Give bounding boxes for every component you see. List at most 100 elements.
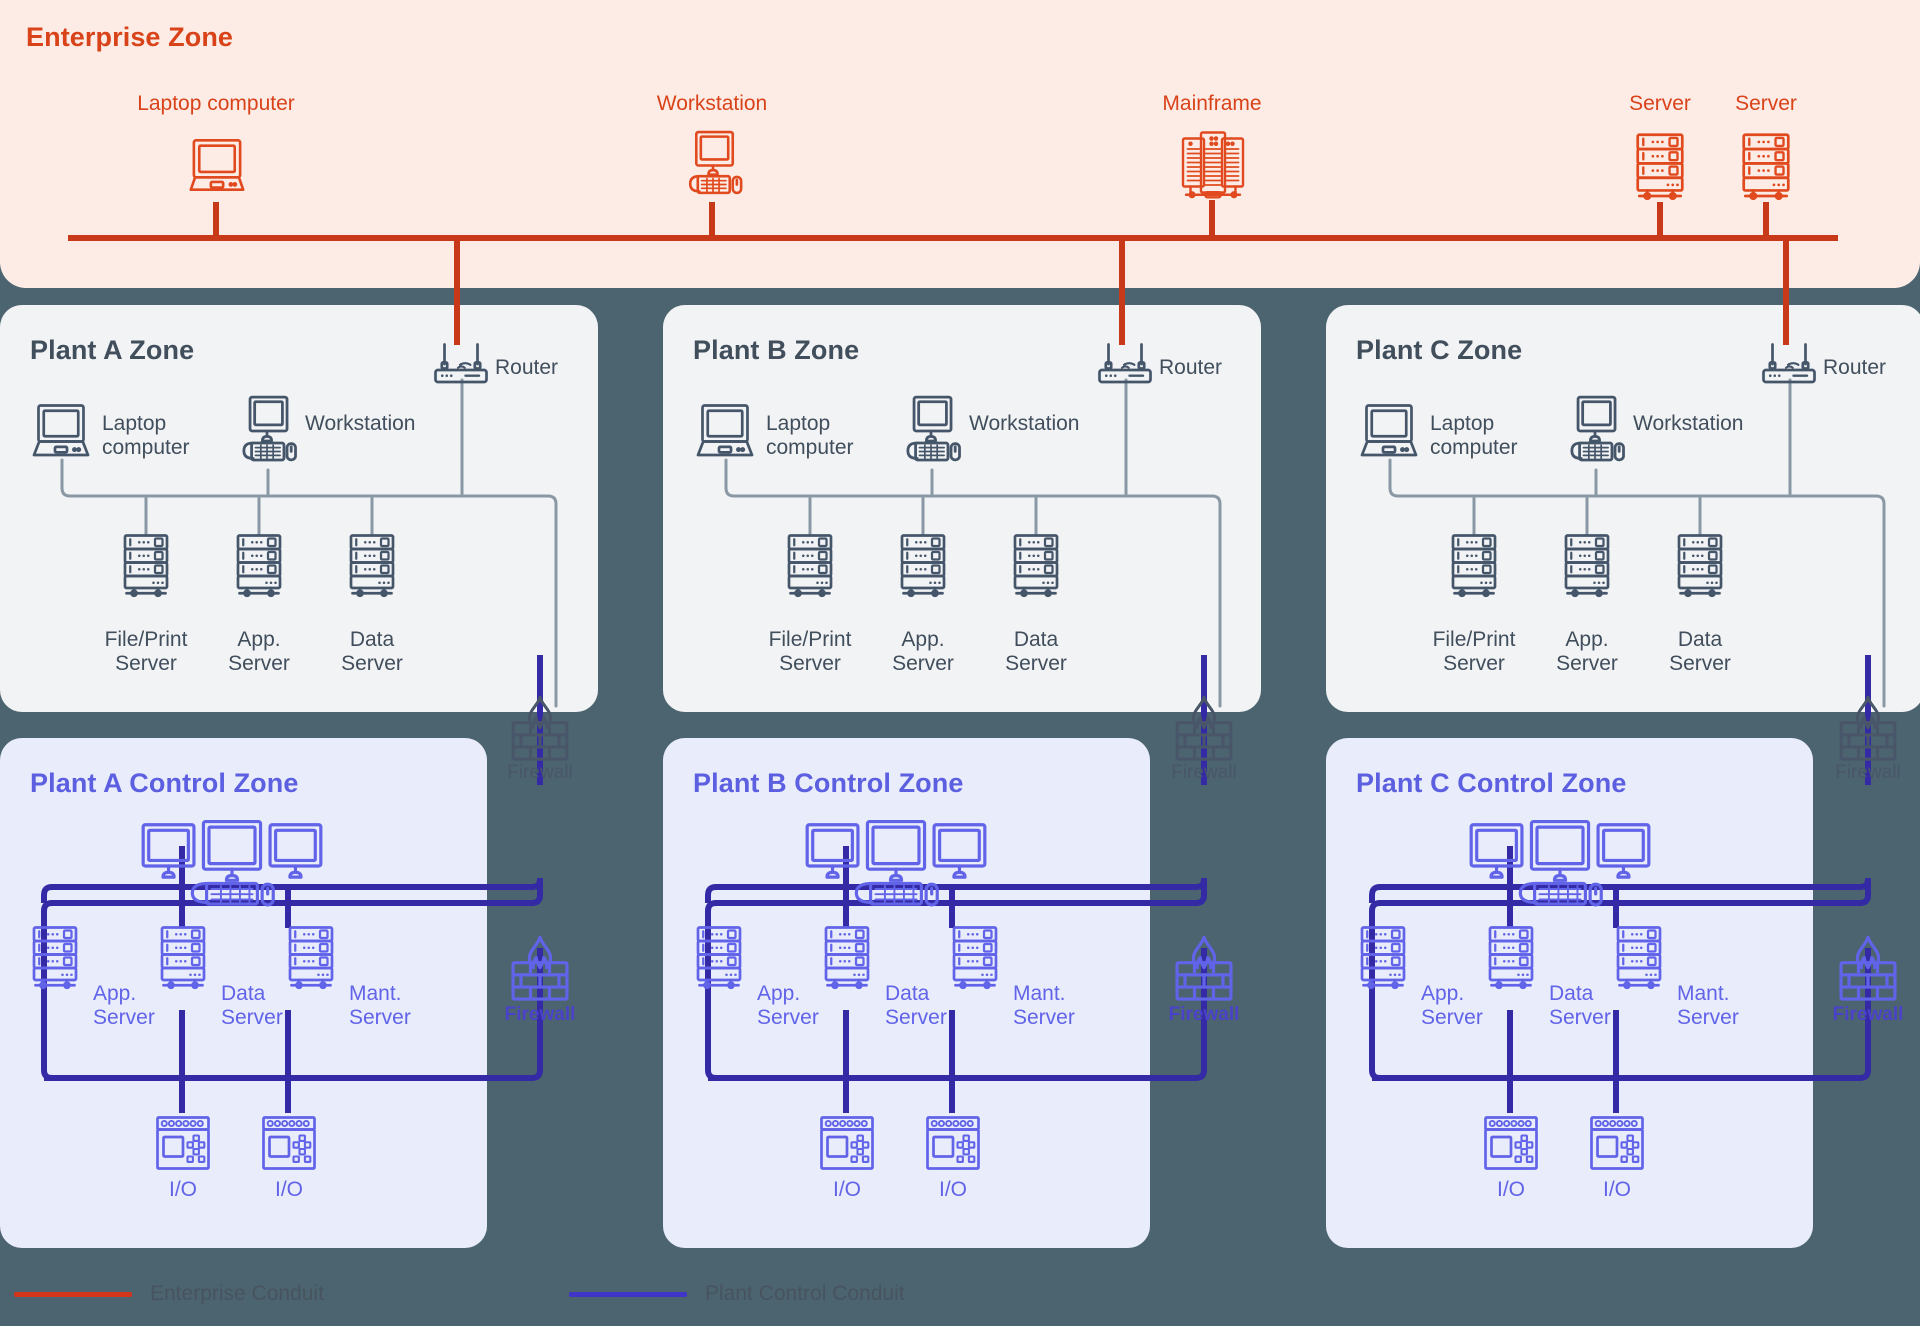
plant-lan-group xyxy=(60,378,1886,708)
control-a-server-0-label: App. Server xyxy=(93,982,155,1029)
firewall-icon xyxy=(1830,692,1906,766)
server-icon xyxy=(1625,128,1695,202)
plant-b-server-2-label: Data Server xyxy=(1005,628,1067,675)
pa-io-bus-right xyxy=(531,948,543,1081)
plant-c-server-1-label: App. Server xyxy=(1556,628,1618,675)
plant-c-server-2-label: Data Server xyxy=(1669,628,1731,675)
laptop-icon xyxy=(24,398,98,464)
enterprise-laptop-label: Laptop computer xyxy=(137,92,295,115)
pb-io-bus-left xyxy=(705,940,717,1081)
control-b-server-2-label: Mant. Server xyxy=(1013,982,1075,1029)
plant-b-control-zone-title: Plant B Control Zone xyxy=(693,768,964,798)
workstation-icon xyxy=(894,392,968,470)
firewall-icon xyxy=(502,932,578,1006)
control-c-server-1-label: Data Server xyxy=(1549,982,1611,1029)
plant-b-workstation-label: Workstation xyxy=(969,412,1080,435)
pa-io-bus-left xyxy=(41,940,53,1081)
plant-a-firewall-label: Firewall xyxy=(507,762,573,783)
mainframe-icon xyxy=(1174,126,1252,202)
server-icon xyxy=(1554,526,1620,602)
enterprise-conduit-group xyxy=(68,200,1838,345)
plant-b-server-0-label: File/Print Server xyxy=(768,628,852,675)
plant-b-lan-bus xyxy=(724,458,1222,708)
control-b-server-0-label: App. Server xyxy=(757,982,819,1029)
plant-control-conduit-group xyxy=(41,655,1871,1113)
plant-b-zone-title: Plant B Zone xyxy=(693,335,860,365)
legend-swatch-control xyxy=(569,1291,687,1297)
pc-lower-bus-from-firewall xyxy=(1369,878,1871,940)
io-module-icon xyxy=(1478,1110,1544,1176)
router-icon xyxy=(425,340,497,388)
pa-lower-bus-from-firewall xyxy=(41,878,543,940)
legend-swatch-enterprise xyxy=(14,1291,132,1297)
server-icon xyxy=(226,526,292,602)
plant-b-zone-card: Plant B Zone xyxy=(663,305,1261,712)
server-icon xyxy=(1731,128,1801,202)
server-icon xyxy=(942,918,1008,994)
legend-label-control: Plant Control Conduit xyxy=(705,1282,905,1305)
plant-c-control-zone-title: Plant C Control Zone xyxy=(1356,768,1627,798)
plant-a-server-2-label: Data Server xyxy=(341,628,403,675)
plant-a-workstation-label: Workstation xyxy=(305,412,416,435)
pc-upper-corner xyxy=(1369,884,1381,903)
control-b-io-0-label: I/O xyxy=(832,1178,861,1201)
pc-upper-bus xyxy=(1380,878,1871,890)
enterprise-zone-title: Enterprise Zone xyxy=(26,22,234,52)
plant-a-server-1-label: App. Server xyxy=(228,628,290,675)
firewall-icon xyxy=(1166,692,1242,766)
server-icon xyxy=(814,918,880,994)
control-a-server-2-label: Mant. Server xyxy=(349,982,411,1029)
io-module-icon xyxy=(814,1110,880,1176)
router-icon xyxy=(1753,340,1825,388)
pb-upper-bus xyxy=(716,878,1207,890)
firewall-icon xyxy=(502,692,578,766)
plant-a-server-0-label: File/Print Server xyxy=(104,628,188,675)
server-icon xyxy=(1478,918,1544,994)
control-a-firewall-label: Firewall xyxy=(504,1004,576,1025)
io-module-icon xyxy=(920,1110,986,1176)
io-module-icon xyxy=(150,1110,216,1176)
control-c-firewall-label: Firewall xyxy=(1832,1004,1904,1025)
pb-upper-corner xyxy=(705,884,717,903)
laptop-icon xyxy=(688,398,762,464)
plant-c-router-label: Router xyxy=(1823,356,1887,379)
enterprise-workstation-label: Workstation xyxy=(656,92,768,115)
server-icon xyxy=(22,918,88,994)
plant-c-zone-title: Plant C Zone xyxy=(1356,335,1523,365)
enterprise-server-2-label: Server xyxy=(1735,92,1797,115)
plant-b-server-1-label: App. Server xyxy=(892,628,954,675)
server-icon xyxy=(1606,918,1672,994)
plant-c-firewall-label: Firewall xyxy=(1835,762,1901,783)
io-module-icon xyxy=(1584,1110,1650,1176)
control-b-io-1-label: I/O xyxy=(938,1178,967,1201)
pb-lower-bus-from-firewall xyxy=(705,878,1207,940)
server-icon xyxy=(686,918,752,994)
laptop-icon xyxy=(1352,398,1426,464)
router-icon xyxy=(1089,340,1161,388)
workstation-icon xyxy=(1558,392,1632,470)
control-c-io-1-label: I/O xyxy=(1602,1178,1631,1201)
multi-monitor-workstation-icon xyxy=(1468,818,1652,914)
laptop-icon xyxy=(180,128,254,202)
enterprise-server-1-label: Server xyxy=(1629,92,1691,115)
server-icon xyxy=(1441,526,1507,602)
server-icon xyxy=(278,918,344,994)
control-b-server-1-label: Data Server xyxy=(885,982,947,1029)
plant-a-router-label: Router xyxy=(495,356,559,379)
control-b-firewall-label: Firewall xyxy=(1168,1004,1240,1025)
plant-a-lan-bus xyxy=(60,458,558,708)
workstation-icon xyxy=(230,392,304,470)
legend-item-enterprise: Enterprise Conduit xyxy=(14,1282,324,1306)
io-module-icon xyxy=(256,1110,322,1176)
pb-io-bus-right xyxy=(1195,948,1207,1081)
server-icon xyxy=(1667,526,1733,602)
control-c-server-0-label: App. Server xyxy=(1421,982,1483,1029)
control-c-server-2-label: Mant. Server xyxy=(1677,982,1739,1029)
pa-upper-bus xyxy=(52,878,543,890)
server-icon xyxy=(150,918,216,994)
server-icon xyxy=(890,526,956,602)
control-a-server-1-label: Data Server xyxy=(221,982,283,1029)
pc-io-bus-left xyxy=(1369,940,1381,1081)
server-icon xyxy=(777,526,843,602)
